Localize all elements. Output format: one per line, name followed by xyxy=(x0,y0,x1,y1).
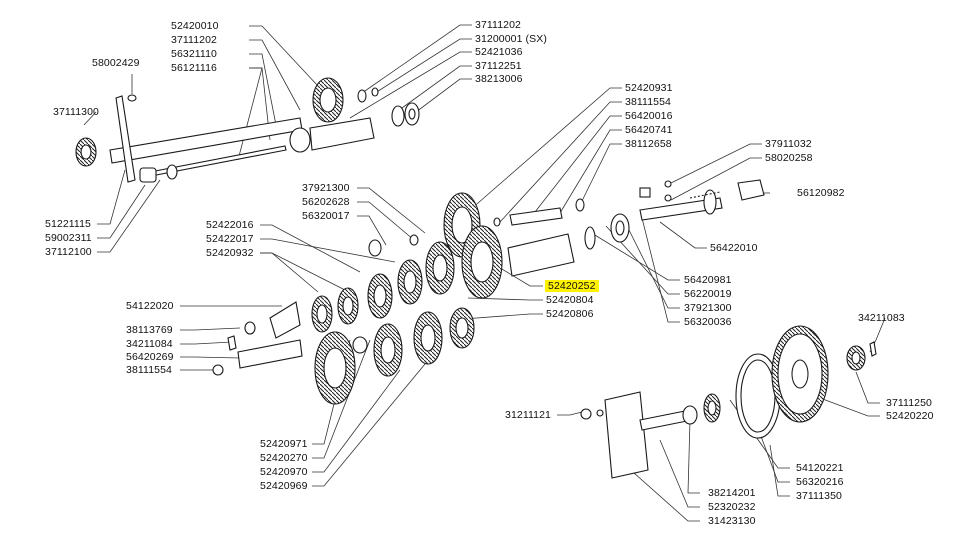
part-label: 52420804 xyxy=(546,294,594,306)
part-label: 37921300 xyxy=(684,302,732,314)
part-label: 52420220 xyxy=(886,410,934,422)
part-label: 37112251 xyxy=(475,60,522,72)
part-label: 52420270 xyxy=(260,452,308,464)
part-label: 37111202 xyxy=(475,19,521,31)
part-label: 38214201 xyxy=(708,487,756,499)
part-label: 54122020 xyxy=(126,300,174,312)
part-label: 56321110 xyxy=(171,48,217,60)
part-label: 37111202 xyxy=(171,34,217,46)
part-label: 38213006 xyxy=(475,73,523,85)
part-label: 54120221 xyxy=(796,462,844,474)
part-label-highlighted: 52420252 xyxy=(545,280,599,292)
part-label: 52421036 xyxy=(475,46,523,58)
part-label: 52420932 xyxy=(206,247,254,259)
part-label: 34211083 xyxy=(858,312,905,324)
part-label: 56420981 xyxy=(684,274,732,286)
part-label: 58002429 xyxy=(92,57,140,69)
part-label: 56202628 xyxy=(302,196,350,208)
part-label: 52420931 xyxy=(625,82,673,94)
part-label: 37911032 xyxy=(765,138,812,150)
part-label: 52422016 xyxy=(206,219,254,231)
part-label: 38112658 xyxy=(625,138,672,150)
part-label: 56420269 xyxy=(126,351,174,363)
part-label: 52420806 xyxy=(546,308,594,320)
part-label: 56420741 xyxy=(625,124,673,136)
part-label: 56220019 xyxy=(684,288,732,300)
part-label: 52420010 xyxy=(171,20,219,32)
part-label: 56320216 xyxy=(796,476,844,488)
part-label: 59002311 xyxy=(45,232,92,244)
part-label: 52420969 xyxy=(260,480,308,492)
part-label: 38111554 xyxy=(625,96,671,108)
part-label: 56121116 xyxy=(171,62,217,74)
part-label: 34211084 xyxy=(126,338,173,350)
part-label: 37111300 xyxy=(53,106,99,118)
part-label: 31200001 (SX) xyxy=(475,33,547,45)
part-label: 52420971 xyxy=(260,438,308,450)
part-label: 56420016 xyxy=(625,110,673,122)
part-label: 37111250 xyxy=(886,397,932,409)
part-label: 38113769 xyxy=(126,324,173,336)
part-label: 52320232 xyxy=(708,501,756,513)
part-label: 56422010 xyxy=(710,242,758,254)
part-label: 37112100 xyxy=(45,246,92,258)
part-label: 31211121 xyxy=(505,409,551,421)
part-label: 52420970 xyxy=(260,466,308,478)
part-label: 51221115 xyxy=(45,218,91,230)
part-label: 37921300 xyxy=(302,182,350,194)
part-drawings xyxy=(75,77,877,479)
part-label: 52422017 xyxy=(206,233,254,245)
part-label: 56320017 xyxy=(302,210,350,222)
part-label: 38111554 xyxy=(126,364,172,376)
part-label: 31423130 xyxy=(708,515,756,527)
part-label: 56120982 xyxy=(797,187,845,199)
part-label: 37111350 xyxy=(796,490,842,502)
part-label: 58020258 xyxy=(765,152,813,164)
part-label: 56320036 xyxy=(684,316,732,328)
